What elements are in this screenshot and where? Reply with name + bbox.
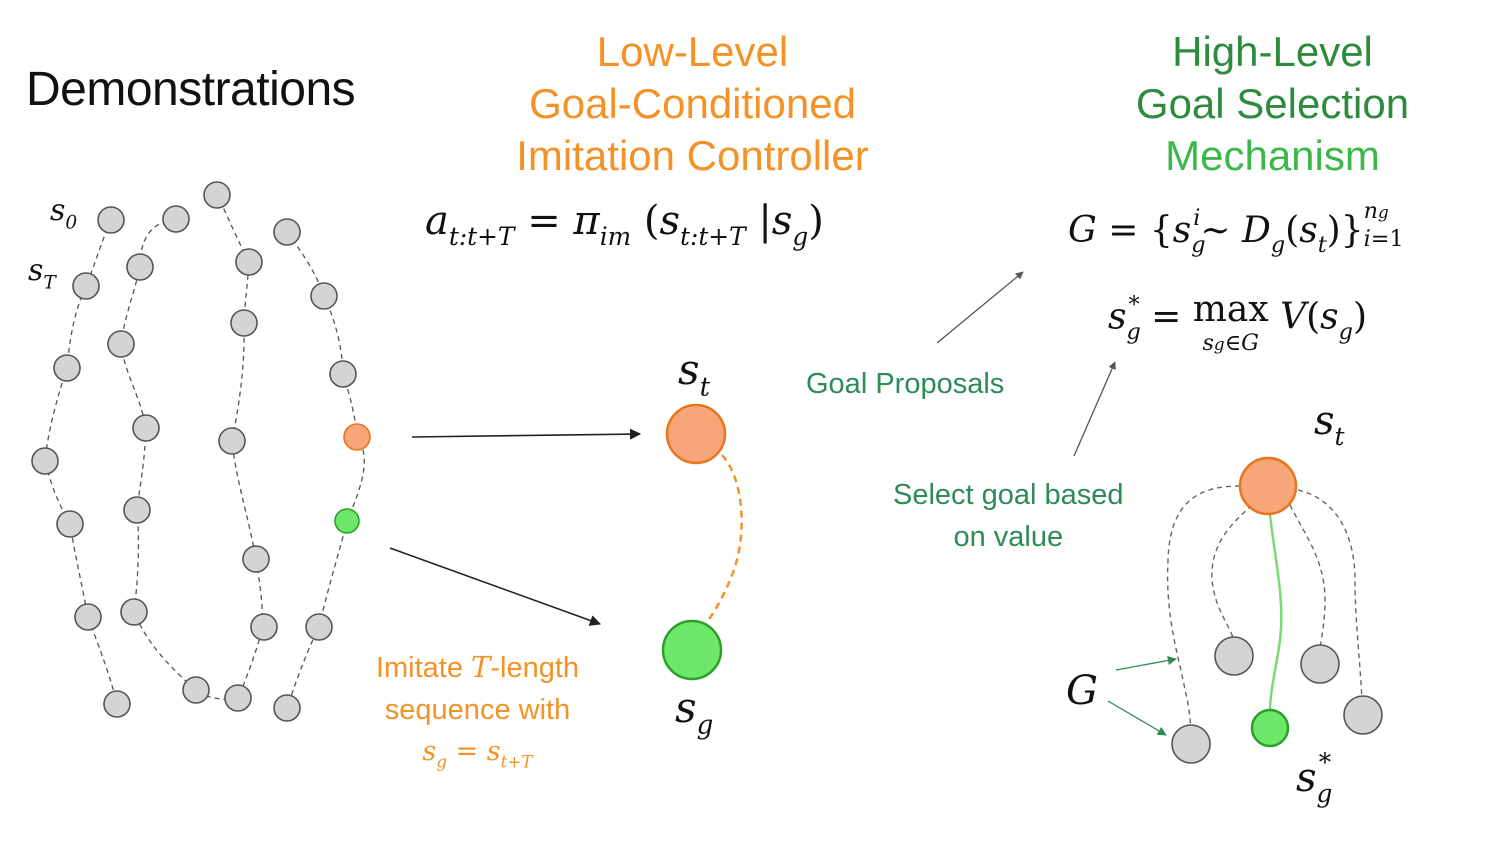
tree-edge [1211, 504, 1253, 642]
select-goal-line1: Select goal based [893, 479, 1124, 511]
low-level-title-line1: Low-Level [596, 28, 789, 75]
goal-state-node [661, 619, 723, 681]
tree-root-node [1238, 456, 1298, 516]
demo-state [305, 613, 333, 641]
imitate-label: Imitate T-length sequence with sg = st+T [355, 646, 600, 783]
demo-state [242, 545, 270, 573]
demo-state [162, 205, 190, 233]
select-goal-line2: on value [953, 521, 1064, 553]
goal-candidate-node [1300, 644, 1340, 684]
st-label-right: st [1314, 398, 1345, 452]
arrow-to-sg [389, 547, 602, 626]
demo-state [224, 684, 252, 712]
selected-goal-edge [1268, 514, 1283, 713]
demo-state-current [343, 423, 371, 451]
current-state-node [665, 403, 727, 465]
tree-edge [1166, 485, 1241, 731]
demo-state [250, 613, 278, 641]
demo-state [107, 330, 135, 358]
trajectory-2 [120, 194, 264, 700]
demo-state [126, 253, 154, 281]
high-level-title-line3: Mechanism [1165, 132, 1380, 179]
demo-state [310, 282, 338, 310]
low-level-title: Low-Level Goal-Conditioned Imitation Con… [470, 26, 915, 182]
sg-star-label: sg* [1296, 748, 1333, 808]
tree-edge [1289, 504, 1326, 649]
imitate-line3: sg = st+T [422, 736, 533, 772]
demo-state-goal [334, 508, 360, 534]
demo-state [132, 414, 160, 442]
demo-state [31, 447, 59, 475]
high-level-title: High-Level Goal Selection Mechanism [1080, 26, 1465, 182]
goal-proposals-arrow [936, 271, 1024, 344]
goal-candidate-node [1214, 636, 1254, 676]
demo-state [97, 206, 125, 234]
select-goal-arrow [1073, 361, 1116, 457]
selected-goal-node [1250, 708, 1290, 748]
policy-equation: at:t+T = πim (st:t+T |sg) [425, 198, 824, 252]
demo-states [31, 181, 371, 722]
imitate-line2: sequence with [384, 694, 571, 726]
demo-state [235, 248, 263, 276]
low-level-title-line2: Goal-Conditioned [529, 80, 856, 127]
high-level-title-line2: Goal Selection [1135, 80, 1410, 127]
G-arrow-upper [1115, 656, 1177, 671]
goal-tree [1166, 485, 1363, 731]
demo-state [203, 181, 231, 209]
goal-candidate-node [1343, 695, 1383, 735]
imitate-line1: Imitate T-length [375, 650, 580, 684]
demo-state [56, 510, 84, 538]
demo-state [53, 354, 81, 382]
demo-state [273, 694, 301, 722]
demo-state [72, 272, 100, 300]
demo-state [230, 309, 258, 337]
st-label-center: st [678, 345, 711, 403]
demo-state [74, 603, 102, 631]
demo-state [329, 360, 357, 388]
sT-label: sT [28, 253, 56, 294]
demo-state [273, 218, 301, 246]
select-goal-label: Select goal based on value [893, 474, 1124, 558]
demonstrations-title: Demonstrations [26, 63, 356, 116]
sg-label-center: sg [675, 683, 714, 741]
low-level-title-line3: Imitation Controller [516, 132, 869, 179]
high-level-title-line1: High-Level [1172, 28, 1373, 75]
demo-state [182, 676, 210, 704]
demo-state [103, 690, 131, 718]
goal-candidate-node [1171, 724, 1211, 764]
G-arrow-lower [1107, 700, 1167, 736]
demo-state [120, 598, 148, 626]
st-to-sg-link [704, 454, 743, 625]
G-label: G [1066, 668, 1098, 714]
arrow-to-st [411, 428, 642, 440]
s0-label: s0 [50, 193, 78, 234]
demo-state [123, 496, 151, 524]
demo-state [218, 427, 246, 455]
goal-proposals-label: Goal Proposals [806, 368, 1005, 400]
